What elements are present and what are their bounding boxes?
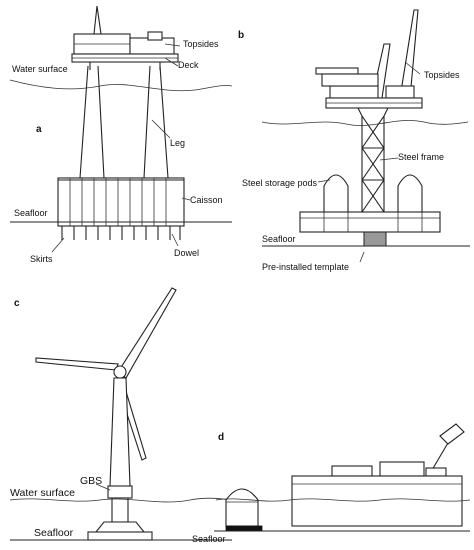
b-topsides-block-1	[329, 85, 379, 99]
b-label-topsides: Topsides	[424, 70, 460, 80]
c-label-seafloor: Seafloor	[34, 527, 74, 539]
d-topsides-block-1	[331, 465, 373, 477]
c-nacelle-hub	[113, 365, 127, 379]
b-topsides-block-3	[321, 73, 379, 87]
a-caisson-cells	[69, 178, 167, 226]
b-label-steel-storage-pods: Steel storage pods	[242, 178, 318, 188]
d-topsides-block-2	[379, 461, 425, 477]
b-label-steel-frame: Steel frame	[398, 152, 444, 162]
a-label-leg: Leg	[170, 138, 185, 148]
a-mast	[93, 5, 102, 35]
b-pre-installed-template	[363, 231, 387, 247]
a-label-water-surface: Water surface	[12, 64, 68, 74]
c-blade-upper	[117, 287, 177, 379]
b-label-seafloor: Seafloor	[262, 234, 296, 244]
a-leg-2	[97, 65, 105, 179]
b-topsides-block-4	[385, 85, 415, 99]
a-leg-1	[79, 65, 89, 179]
a-leg-4	[159, 65, 169, 179]
a-label-seafloor: Seafloor	[14, 208, 48, 218]
b-label-pre-installed-template: Pre-installed template	[262, 262, 349, 272]
c-water-surface-line	[9, 497, 231, 503]
d-water-surface-line	[215, 498, 471, 502]
a-water-surface-line	[9, 79, 233, 92]
b-flare-tower-1	[399, 9, 419, 99]
a-panel-letter: a	[36, 124, 42, 135]
a-label-caisson: Caisson	[190, 195, 223, 205]
c-tower	[109, 377, 131, 487]
c-gbs-base	[94, 521, 146, 533]
b-panel-letter: b	[238, 30, 244, 41]
a-label-dowel: Dowel	[174, 248, 199, 258]
panel-d: d Seafloor	[192, 423, 471, 544]
d-template	[225, 525, 263, 532]
c-panel-letter: c	[14, 298, 20, 309]
b-base-structure	[299, 211, 441, 233]
c-gbs-shaft	[111, 497, 129, 523]
a-topsides-module-3	[147, 31, 163, 41]
a-label-skirts: Skirts	[30, 254, 53, 264]
panel-b: b	[238, 9, 470, 272]
a-caisson	[57, 177, 185, 227]
a-label-topsides: Topsides	[183, 39, 219, 49]
d-flare-tip	[439, 423, 465, 445]
panel-c: c GBS Water surface Seafloor	[9, 287, 232, 541]
a-label-deck: Deck	[178, 60, 199, 70]
panel-a: Topsides Deck Water surface a Leg Caisso…	[9, 5, 233, 264]
a-skirts	[61, 226, 181, 240]
d-topsides-block-3	[425, 467, 447, 477]
c-gbs-column	[107, 485, 133, 499]
d-label-seafloor: Seafloor	[192, 534, 226, 544]
c-label-gbs: GBS	[80, 475, 102, 487]
b-water-surface-line	[261, 120, 469, 126]
c-gbs-slab	[87, 531, 153, 541]
d-dome	[225, 488, 259, 527]
a-leg-3	[143, 65, 151, 179]
c-label-water-surface: Water surface	[10, 487, 75, 499]
b-topsides-block-2	[315, 67, 359, 75]
d-panel-letter: d	[218, 432, 224, 443]
c-blade-left	[35, 357, 119, 371]
